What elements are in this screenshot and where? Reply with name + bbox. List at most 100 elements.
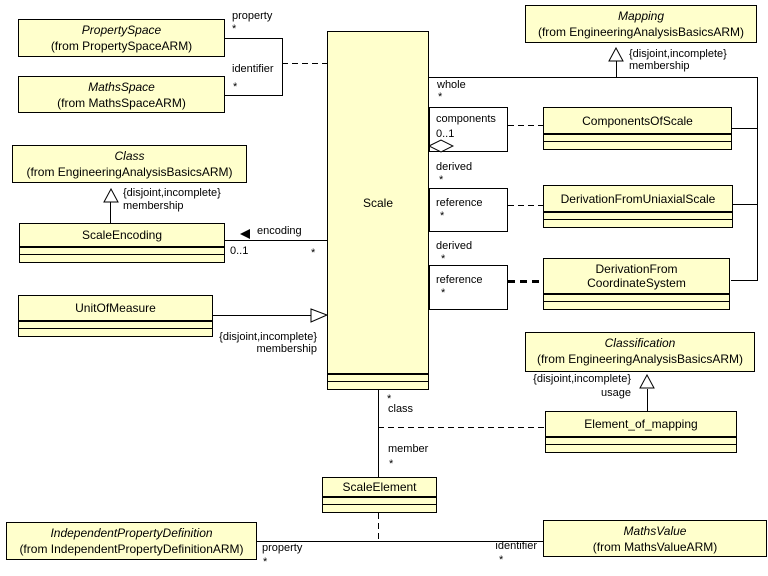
role-label-class: class — [388, 403, 414, 415]
generalization-tree-horizontal — [429, 77, 757, 78]
class-name-line1: DerivationFrom — [595, 262, 678, 276]
class-package: (from EngineeringAnalysisBasicsARM) — [536, 352, 744, 366]
multiplicity-label: * — [499, 554, 504, 566]
association-line-mathsspace — [225, 95, 282, 96]
multiplicity-label: * — [438, 91, 443, 103]
class-package: (from PropertySpaceARM) — [50, 39, 193, 53]
class-name: MathsSpace — [88, 80, 155, 94]
operations-compartment — [544, 142, 731, 149]
attributes-compartment — [19, 322, 212, 329]
class-box-scaleelement: ScaleElement — [322, 477, 437, 513]
class-box-classification: Classification (from EngineeringAnalysis… — [525, 332, 755, 372]
class-name: Classification — [604, 336, 676, 350]
class-package: (from IndependentPropertyDefinitionARM) — [19, 542, 244, 556]
class-package: (from EngineeringAnalysisBasicsARM) — [26, 165, 233, 179]
class-box-mapping: Mapping (from EngineeringAnalysisBasicsA… — [525, 5, 757, 43]
generalization-arrow-icon — [639, 373, 655, 389]
class-name: DerivationFrom CoordinateSystem — [544, 259, 729, 295]
role-label-member: member — [388, 443, 429, 455]
multiplicity-label: * — [389, 458, 394, 470]
multiplicity-label: * — [441, 253, 446, 265]
class-box-propertyspace: PropertySpace (from PropertySpaceARM) — [18, 19, 225, 57]
operations-compartment — [544, 220, 732, 227]
class-name: ComponentsOfScale — [544, 108, 731, 135]
multiplicity-label: * — [233, 81, 238, 93]
attributes-compartment — [544, 295, 729, 302]
attributes-compartment — [20, 248, 224, 255]
multiplicity-label: * — [232, 23, 237, 35]
generalization-arrow-icon — [608, 46, 624, 62]
operations-compartment — [323, 505, 436, 512]
aggregation-diamond-icon — [427, 139, 455, 153]
role-label-derived: derived — [436, 161, 473, 173]
association-class-dash-scale — [282, 63, 327, 64]
class-package: (from MathsSpaceARM) — [57, 96, 186, 110]
role-label-identifier: identifier — [495, 540, 537, 552]
operations-compartment — [546, 445, 736, 452]
attributes-compartment — [323, 498, 436, 505]
class-name: DerivationFromUniaxialScale — [544, 186, 732, 213]
class-box-mathsspace: MathsSpace (from MathsSpaceARM) — [18, 76, 225, 113]
class-box-elementofmapping: Element_of_mapping — [545, 411, 737, 453]
constraint-label: {disjoint,incomplete} — [123, 187, 221, 199]
multiplicity-label: * — [311, 247, 316, 259]
association-join-line — [282, 38, 283, 96]
role-label-whole: whole — [437, 79, 466, 91]
partition-label-usage: usage — [601, 387, 631, 399]
role-label-identifier: identifier — [232, 63, 274, 75]
role-label-reference: reference — [436, 197, 483, 209]
class-box-derivationfromuniaxialscale: DerivationFromUniaxialScale — [543, 185, 733, 228]
association-class-dash-elementofmapping — [378, 427, 545, 428]
generalization-tree-vertical — [757, 77, 758, 281]
multiplicity-label: * — [263, 556, 268, 568]
association-class-dash-componentsofscale — [508, 125, 543, 126]
association-line-encoding — [225, 240, 327, 241]
class-name: UnitOfMeasure — [19, 296, 212, 322]
operations-compartment — [19, 329, 212, 336]
association-class-dash-scaleelement — [378, 513, 379, 541]
class-package: (from EngineeringAnalysisBasicsARM) — [537, 25, 745, 39]
generalization-line-mapping — [616, 61, 617, 77]
partition-label-membership: membership — [629, 60, 690, 72]
association-line-scale-scaleelement — [378, 390, 379, 477]
attributes-compartment — [546, 438, 736, 445]
multiplicity-label: * — [440, 210, 445, 222]
generalization-line-class-scaleencoding — [110, 202, 111, 223]
role-label-components: components — [436, 113, 496, 125]
role-label-property: property — [262, 542, 303, 554]
generalization-stub-derivationuniaxial — [731, 204, 757, 205]
partition-label-membership: membership — [256, 343, 317, 355]
class-name-line2: CoordinateSystem — [587, 276, 686, 290]
operations-compartment — [544, 302, 729, 309]
class-box-independentpropertydefinition: IndependentPropertyDefinition (from Inde… — [6, 522, 257, 560]
association-class-dash-derivationcoordinate — [508, 280, 543, 283]
class-name: Class — [114, 149, 145, 163]
class-name: Mapping — [617, 9, 665, 23]
role-label-property: property — [232, 10, 273, 22]
generalization-arrow-icon — [103, 187, 119, 203]
class-name: ScaleElement — [323, 478, 436, 498]
association-class-dash-derivationuniaxial — [508, 205, 543, 206]
generalization-line-classification — [647, 389, 648, 412]
class-name: Element_of_mapping — [546, 412, 736, 438]
self-association-loop-derivation2 — [429, 265, 508, 310]
class-box-class: Class (from EngineeringAnalysisBasicsARM… — [12, 145, 247, 183]
generalization-stub-componentsofscale — [731, 128, 757, 129]
constraint-label: {disjoint,incomplete} — [219, 331, 317, 343]
partition-label-membership: membership — [123, 200, 184, 212]
attributes-compartment — [328, 375, 428, 382]
class-box-scale: Scale — [327, 31, 429, 390]
generalization-stub-derivationcoordinate — [731, 280, 757, 281]
multiplicity-label: 0..1 — [436, 128, 455, 140]
class-box-mathsvalue: MathsValue (from MathsValueARM) — [543, 520, 767, 557]
class-name: IndependentPropertyDefinition — [50, 526, 213, 540]
attributes-compartment — [544, 213, 732, 220]
class-package: (from MathsValueARM) — [592, 540, 718, 554]
class-name: Scale — [328, 32, 428, 375]
class-box-unitofmeasure: UnitOfMeasure — [18, 295, 213, 337]
class-name: MathsValue — [623, 524, 687, 538]
role-label-reference: reference — [436, 274, 483, 286]
role-label-encoding: encoding — [257, 225, 302, 237]
attributes-compartment — [544, 135, 731, 142]
